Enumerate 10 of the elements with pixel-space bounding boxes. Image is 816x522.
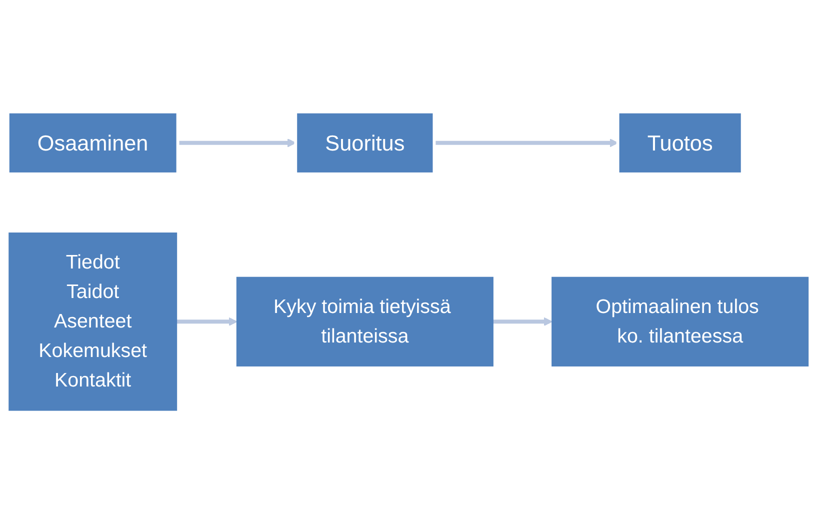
arrow — [434, 138, 618, 148]
arrow — [176, 317, 238, 326]
node-box: Osaaminen — [6, 110, 180, 176]
arrow — [492, 317, 552, 326]
node-box: Kyky toimia tietyissä tilanteissa — [236, 276, 494, 366]
node-box: Suoritus — [294, 110, 436, 176]
arrow — [178, 138, 296, 148]
node-box: Tuotos — [616, 110, 744, 176]
node-box: Tiedot Taidot Asenteet Kokemukset Kontaktit — [8, 232, 178, 411]
node-box: Optimaalinen tulos ko. tilanteessa — [552, 276, 809, 366]
